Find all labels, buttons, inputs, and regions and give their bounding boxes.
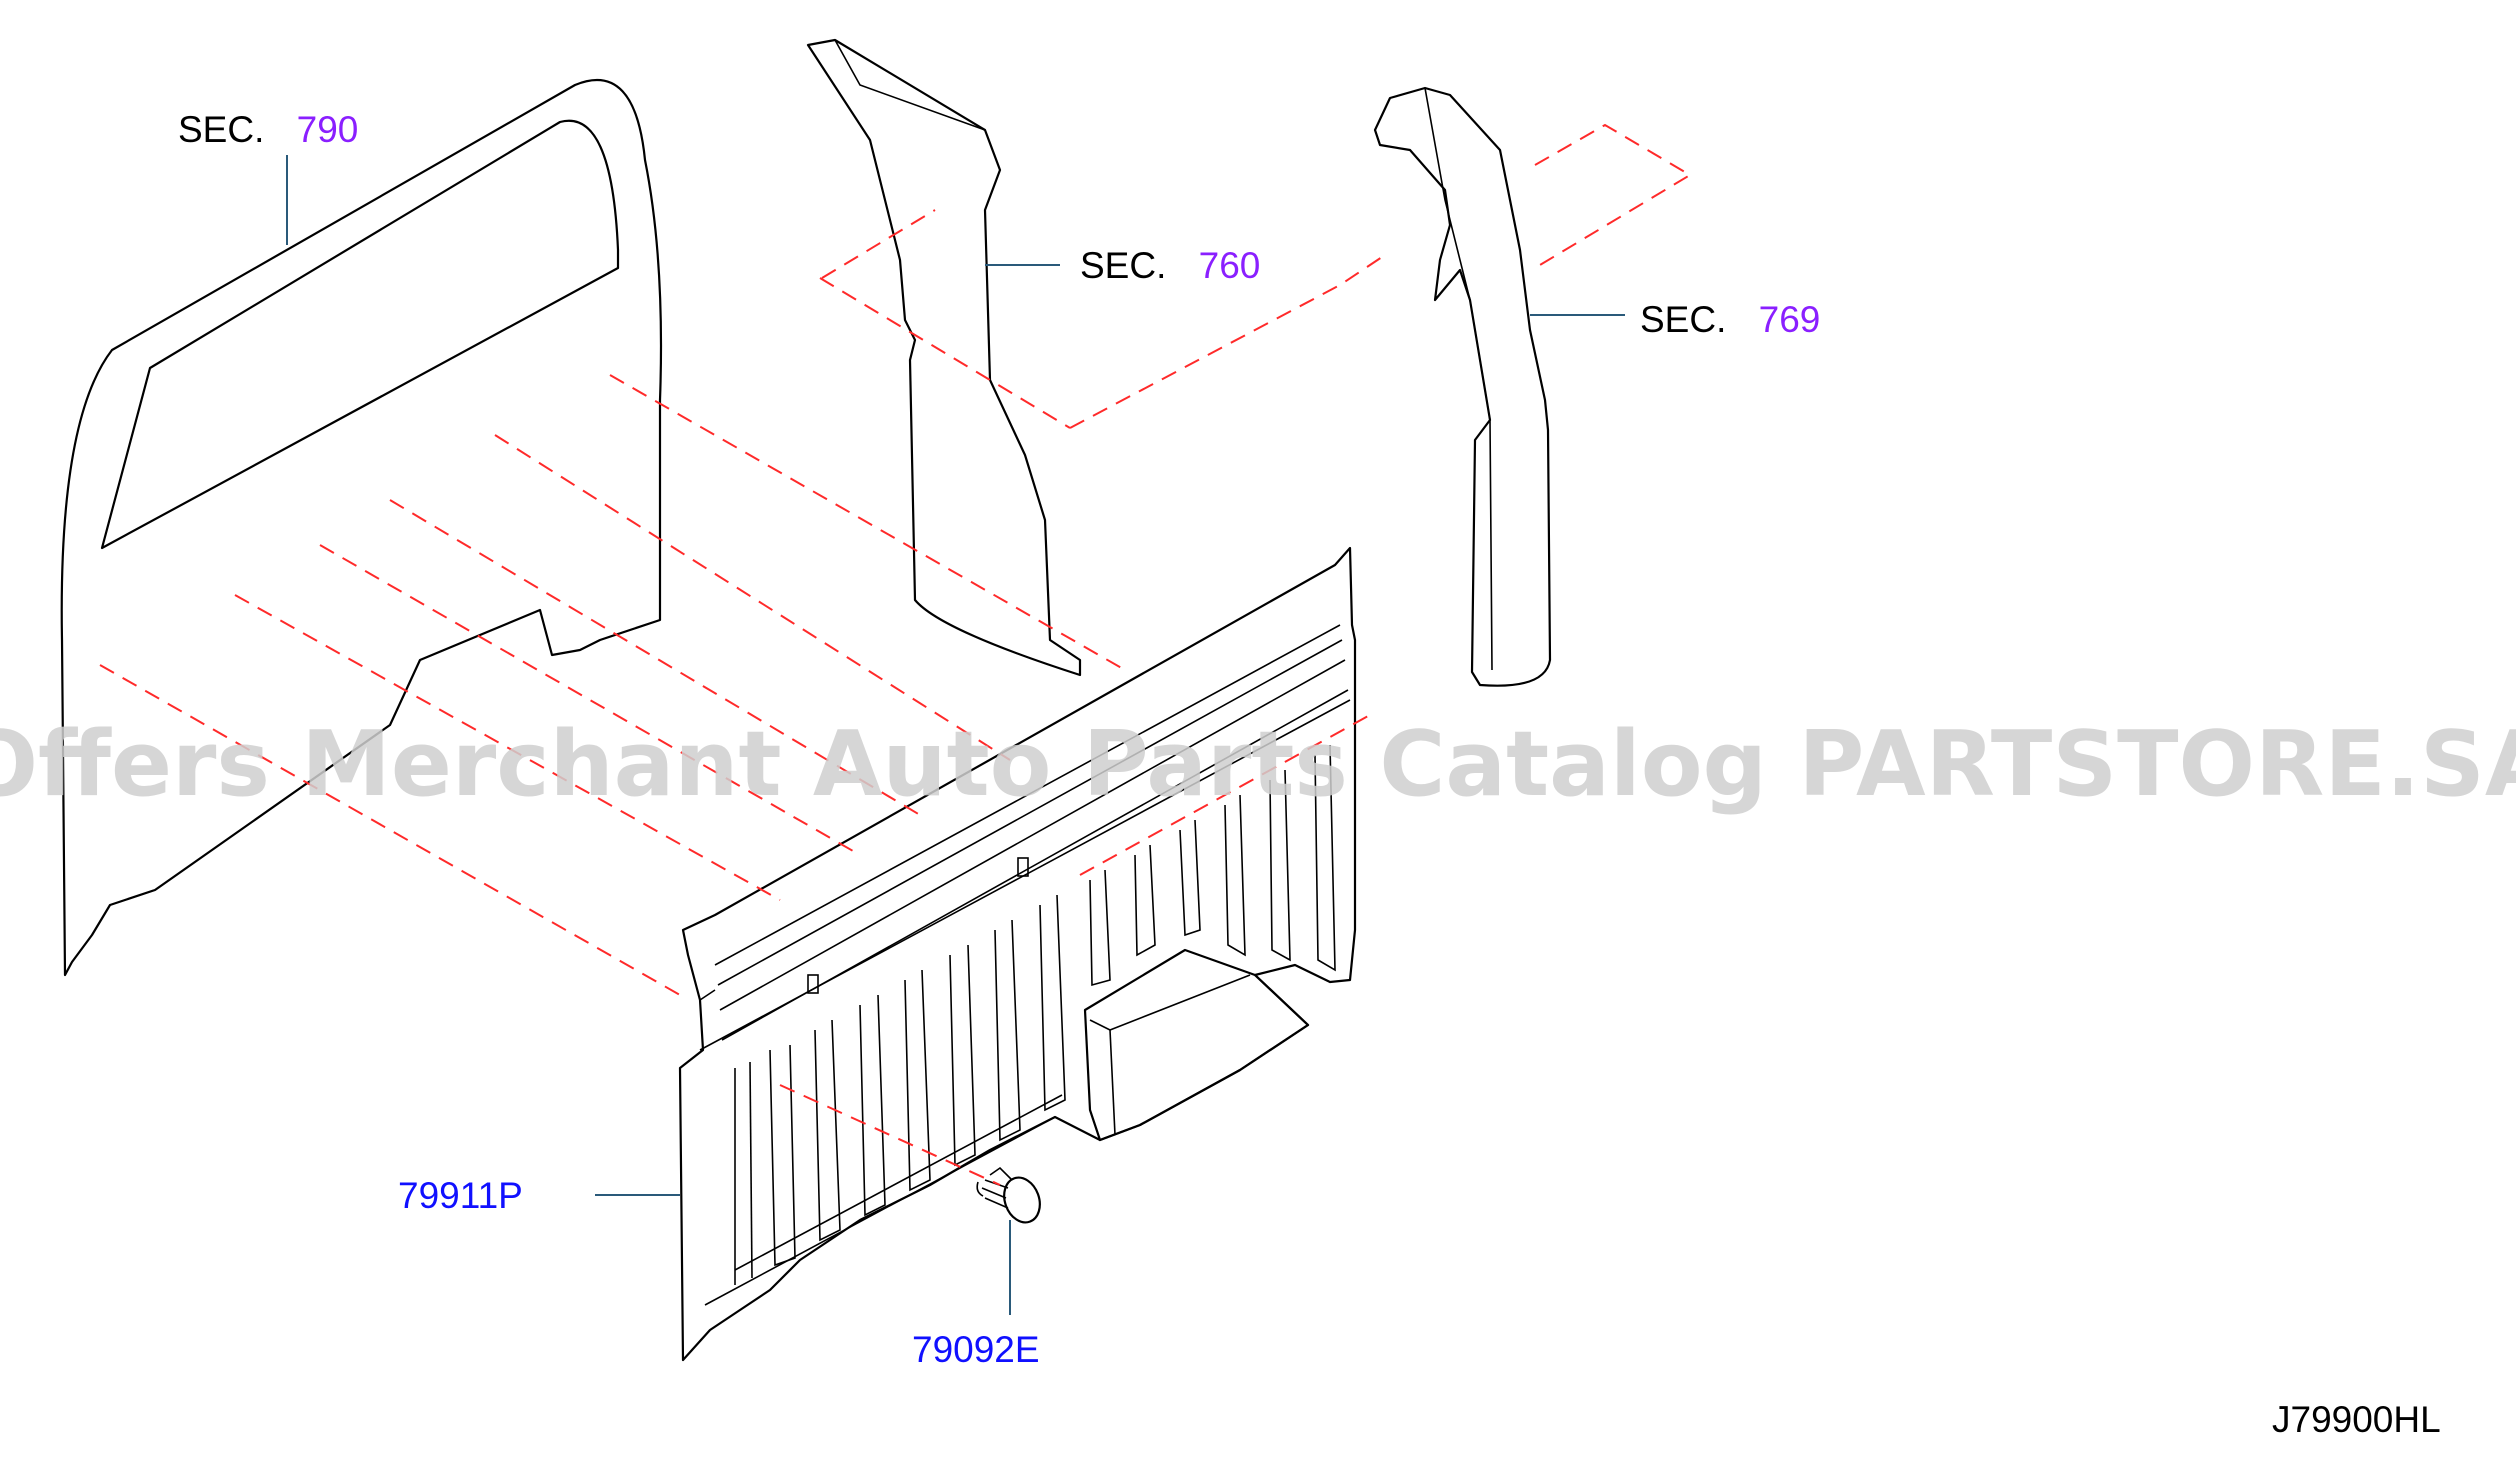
svg-text:SEC. 790: SEC. 790 [178, 109, 358, 150]
diagram-code: J79900HL [2272, 1399, 2441, 1440]
rear-window-panel [60, 79, 663, 977]
leader-lines [286, 155, 1625, 1315]
sec-760-number: 760 [1199, 245, 1261, 286]
rear-pillar [1373, 86, 1552, 687]
sec-769-prefix: SEC. [1640, 299, 1726, 340]
part-number-79092e[interactable]: 79092E [912, 1329, 1040, 1370]
sec-790-prefix: SEC. [178, 109, 264, 150]
center-pillar [806, 38, 1082, 677]
sec-760-prefix: SEC. [1080, 245, 1166, 286]
back-panel-finisher [678, 546, 1357, 1362]
watermark-text: Offers Merchant Auto Parts Catalog PARTS… [0, 712, 2516, 817]
sec-769-number: 769 [1759, 299, 1821, 340]
svg-text:SEC. 769: SEC. 769 [1640, 299, 1820, 340]
sec-790-number: 790 [297, 109, 359, 150]
clip-fastener [976, 1166, 1041, 1224]
part-number-79911p[interactable]: 79911P [398, 1175, 523, 1216]
svg-text:SEC. 760: SEC. 760 [1080, 245, 1260, 286]
alignment-guides [99, 123, 1692, 1186]
